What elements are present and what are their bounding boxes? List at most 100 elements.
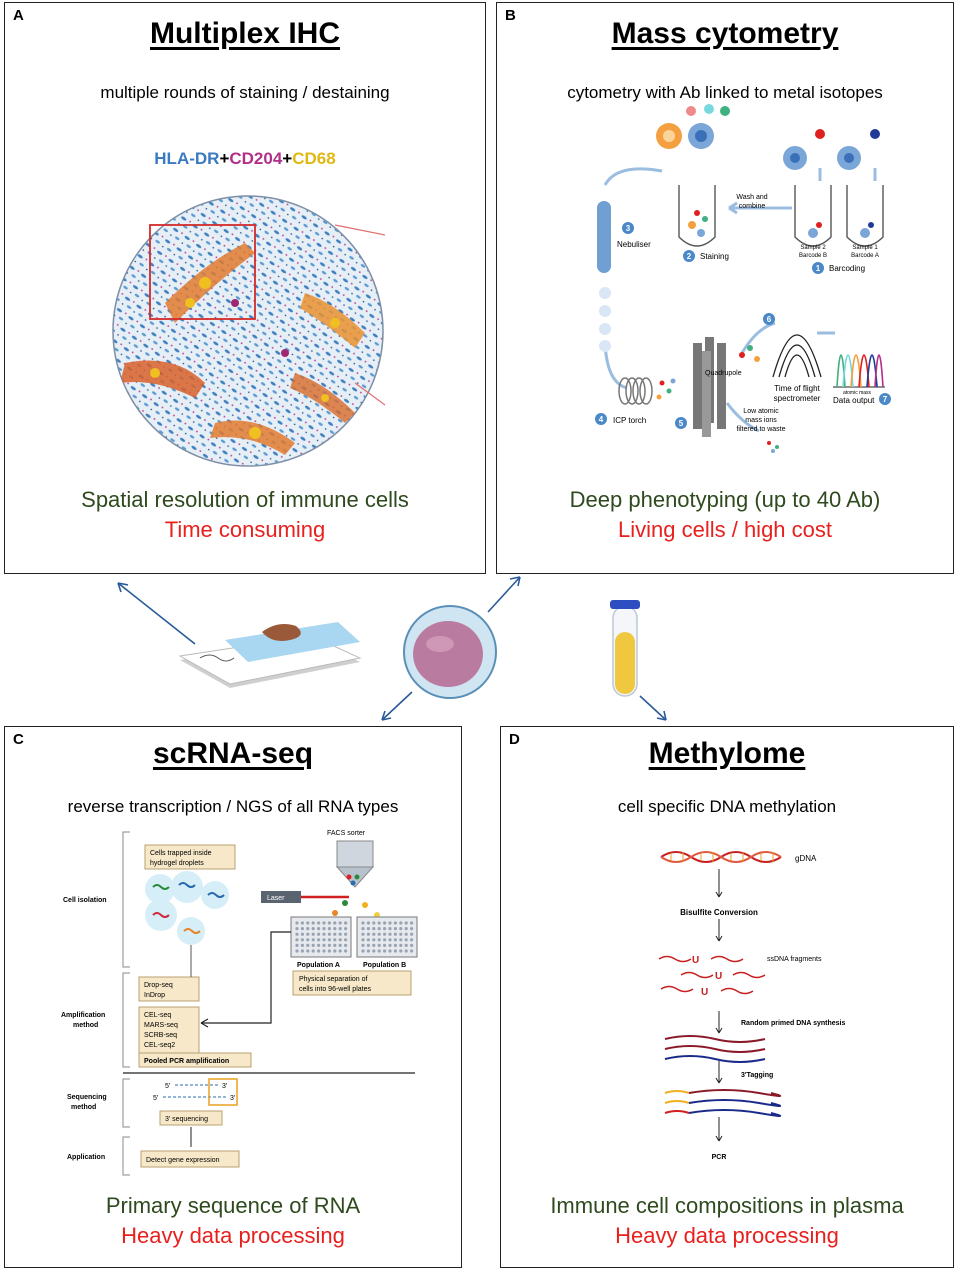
flow-arrows bbox=[715, 869, 723, 1142]
panel-methylome: D Methylome cell specific DNA methylatio… bbox=[500, 726, 954, 1268]
physical-label-1: Physical separation of bbox=[299, 976, 368, 983]
panel-title: Mass cytometry bbox=[611, 17, 839, 50]
stage-brackets bbox=[122, 831, 130, 1176]
icp-torch-coil bbox=[618, 377, 653, 405]
combine-label: combine bbox=[739, 203, 766, 210]
well bbox=[372, 938, 376, 942]
detect-label: Detect gene expression bbox=[146, 1157, 220, 1164]
well bbox=[333, 943, 337, 947]
well bbox=[311, 949, 315, 953]
uracil-marks: U U U bbox=[692, 955, 722, 998]
tube-contents bbox=[688, 210, 874, 238]
con-text: Heavy data processing bbox=[121, 1223, 345, 1248]
panel-scrna-seq: C scRNA-seq reverse transcription / NGS … bbox=[4, 726, 462, 1268]
well bbox=[344, 943, 348, 947]
panel-subtitle: multiple rounds of staining / destaining bbox=[100, 83, 390, 102]
well bbox=[311, 938, 315, 942]
well bbox=[399, 943, 403, 947]
well bbox=[393, 927, 397, 931]
well bbox=[327, 938, 331, 942]
well bbox=[366, 949, 370, 953]
well bbox=[317, 949, 321, 953]
dropseq-label: Drop-seq bbox=[144, 982, 173, 989]
well bbox=[399, 932, 403, 936]
well bbox=[306, 949, 310, 953]
panel-title: scRNA-seq bbox=[152, 737, 314, 770]
well bbox=[333, 932, 337, 936]
well bbox=[300, 932, 304, 936]
well bbox=[366, 932, 370, 936]
well bbox=[372, 921, 376, 925]
well bbox=[372, 949, 376, 953]
celseq2-label: CEL-seq2 bbox=[144, 1042, 175, 1049]
mass-spectrum bbox=[833, 354, 885, 388]
well bbox=[327, 927, 331, 931]
three-prime-2: 3′ bbox=[230, 1095, 236, 1102]
atomic-mass-label: atomic mass bbox=[843, 390, 872, 396]
well bbox=[377, 938, 381, 942]
well bbox=[372, 932, 376, 936]
well bbox=[311, 932, 315, 936]
indrop-label: InDrop bbox=[144, 992, 165, 999]
seq3-label: 3′ sequencing bbox=[165, 1116, 208, 1123]
well bbox=[388, 949, 392, 953]
well bbox=[366, 921, 370, 925]
well bbox=[393, 921, 397, 925]
well bbox=[295, 927, 299, 931]
tof-label-1: Time of flight bbox=[774, 384, 820, 393]
trapped-label-1: Cells trapped inside bbox=[150, 850, 212, 857]
tagged-strands bbox=[664, 1089, 782, 1117]
connector-arrows bbox=[117, 576, 667, 721]
bisulfite-label: Bisulfite Conversion bbox=[680, 908, 758, 917]
wash-label: Wash and bbox=[736, 194, 767, 201]
step-number: 6 bbox=[767, 315, 772, 324]
tof-label-2: spectrometer bbox=[774, 394, 821, 403]
droplet-cells bbox=[145, 871, 229, 945]
well bbox=[404, 949, 408, 953]
well bbox=[333, 921, 337, 925]
barcodeB-label: Barcode B bbox=[799, 253, 827, 259]
gdna-label: gDNA bbox=[795, 854, 817, 863]
trapped-label-2: hydrogel droplets bbox=[150, 860, 204, 867]
well bbox=[322, 921, 326, 925]
pro-text: Immune cell compositions in plasma bbox=[550, 1193, 904, 1218]
staining-label: Staining bbox=[700, 252, 729, 261]
well bbox=[344, 938, 348, 942]
physical-box bbox=[292, 970, 412, 996]
well bbox=[338, 932, 342, 936]
popB-label: Population B bbox=[363, 962, 406, 969]
well bbox=[322, 943, 326, 947]
wells bbox=[295, 921, 414, 953]
panel-letter: D bbox=[509, 731, 520, 748]
well bbox=[388, 932, 392, 936]
well bbox=[344, 921, 348, 925]
well bbox=[410, 921, 414, 925]
panel-mass-cytometry: B Mass cytometry cytometry with Ab linke… bbox=[496, 2, 954, 574]
well bbox=[344, 927, 348, 931]
panel-letter: B bbox=[505, 7, 516, 24]
stage-sequencing-1: Sequencing bbox=[67, 1094, 107, 1101]
scrbseq-label: SCRB-seq bbox=[144, 1032, 177, 1039]
well bbox=[322, 932, 326, 936]
stage-sequencing-2: method bbox=[71, 1104, 96, 1111]
facs-sorter bbox=[332, 840, 380, 918]
u-mark: U bbox=[701, 987, 708, 998]
u-mark: U bbox=[715, 971, 722, 982]
stage-amplification-2: method bbox=[73, 1022, 98, 1029]
well bbox=[404, 921, 408, 925]
well bbox=[388, 921, 392, 925]
well bbox=[338, 927, 342, 931]
well bbox=[393, 949, 397, 953]
well bbox=[311, 943, 315, 947]
pro-text: Spatial resolution of immune cells bbox=[81, 487, 409, 512]
con-text: Time consuming bbox=[164, 517, 326, 542]
well bbox=[404, 932, 408, 936]
well bbox=[300, 938, 304, 942]
well bbox=[383, 938, 387, 942]
well bbox=[333, 927, 337, 931]
stage-amplification-1: Amplification bbox=[61, 1012, 105, 1019]
step-number: 7 bbox=[883, 395, 888, 404]
well bbox=[306, 932, 310, 936]
well bbox=[338, 943, 342, 947]
laser-label: Laser bbox=[267, 895, 285, 902]
